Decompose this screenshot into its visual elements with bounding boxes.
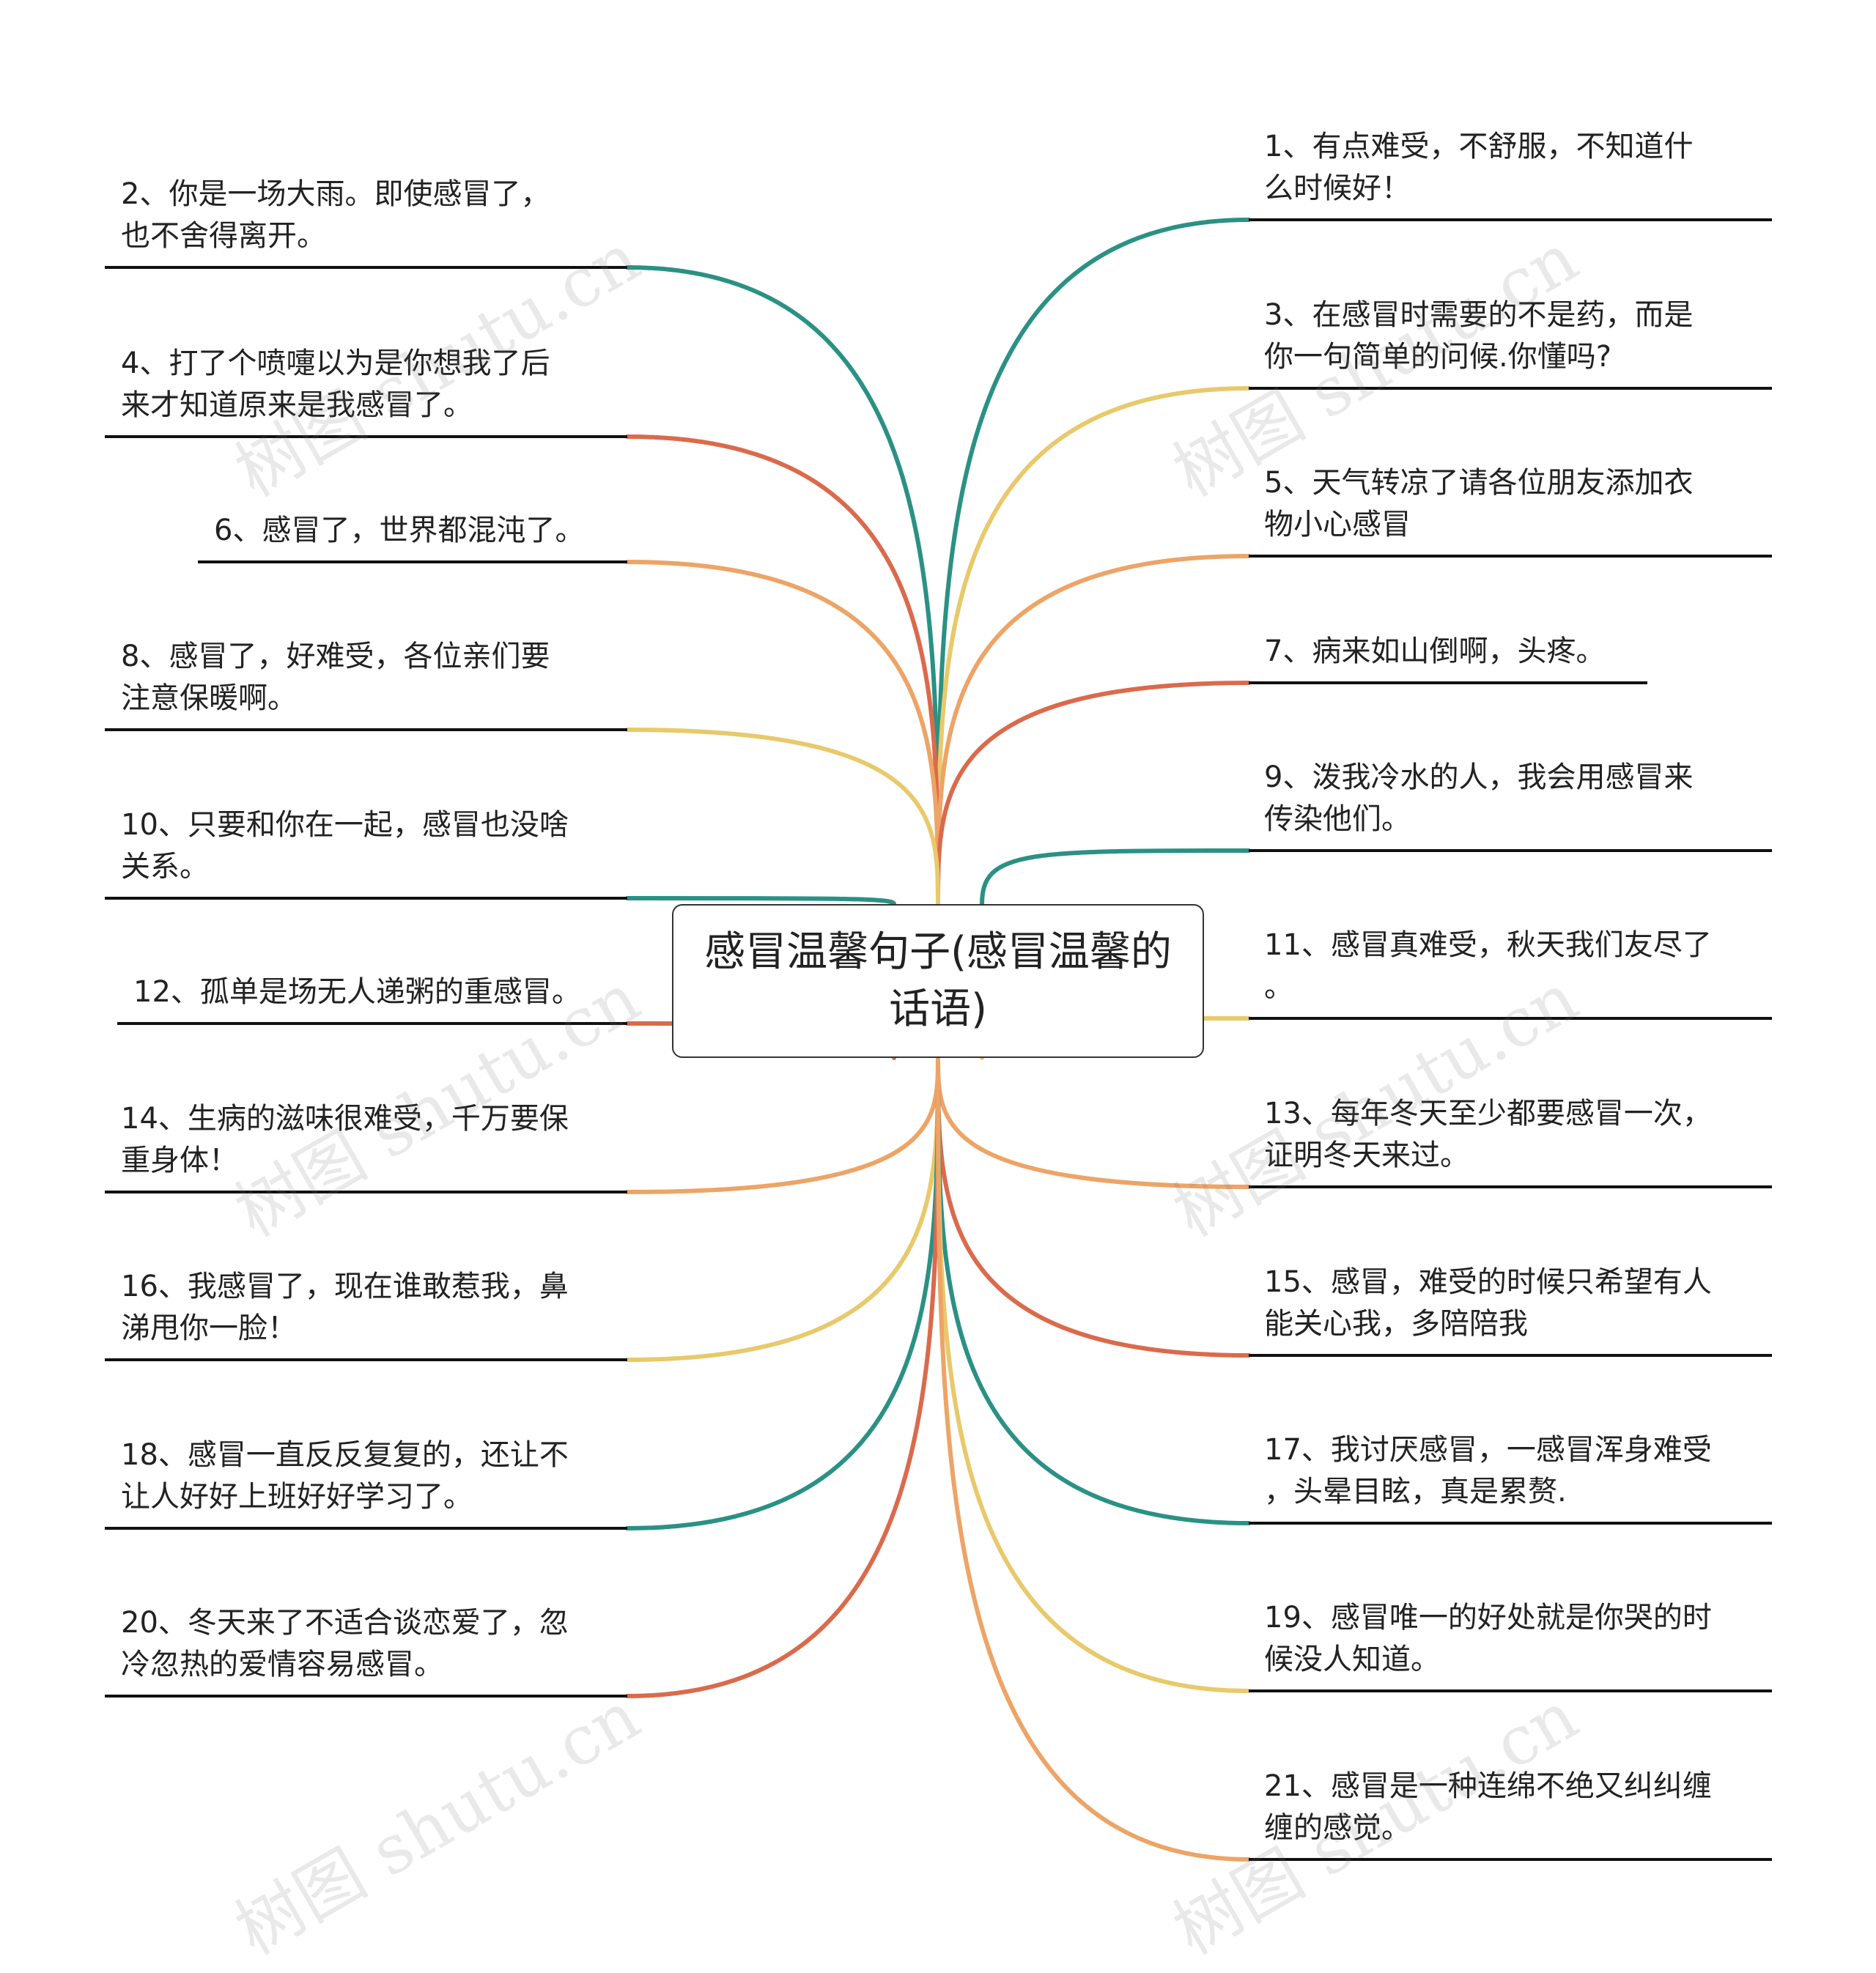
branch-node-9-line-1: 9、泼我冷水的人，我会用感冒来 <box>1264 760 1694 794</box>
underlines <box>105 218 1772 1861</box>
branch-node-8-line-2: 注意保暖啊。 <box>121 681 297 715</box>
connector-10 <box>625 896 896 906</box>
branch-node-19-line-2: 候没人知道。 <box>1264 1643 1440 1676</box>
branch-node-16-line-2: 涕甩你一脸！ <box>121 1311 297 1345</box>
branch-node-15-line-1: 15、感冒，难受的时候只希望有人 <box>1264 1265 1712 1299</box>
branch-node-11-line-2: 。 <box>1264 970 1293 1004</box>
branch-node-6[interactable]: 6、感冒了，世界都混沌了。 <box>214 510 584 552</box>
branch-node-21-line-1: 21、感冒是一种连绵不绝又纠纠缠 <box>1264 1769 1712 1803</box>
branch-node-20-line-1: 20、冬天来了不适合谈恋爱了，忽 <box>121 1606 569 1640</box>
branch-node-11-line-1: 11、感冒真难受，秋天我们友尽了 <box>1264 928 1712 962</box>
branch-node-4[interactable]: 4、打了个喷嚏以为是你想我了后来才知道原来是我感冒了。 <box>121 343 550 426</box>
root-node[interactable]: 感冒温馨句子(感冒温馨的 话语) <box>672 904 1204 1058</box>
branch-node-21[interactable]: 21、感冒是一种连绵不绝又纠纠缠缠的感觉。 <box>1264 1766 1712 1849</box>
connector-13 <box>936 1056 1251 1189</box>
branch-node-10-line-1: 10、只要和你在一起，感冒也没啥 <box>121 808 569 842</box>
root-title-line1: 感冒温馨句子(感冒温馨的 <box>704 928 1172 976</box>
connector-6 <box>625 560 940 906</box>
branch-node-17-line-1: 17、我讨厌感冒，一感冒浑身难受 <box>1264 1433 1712 1467</box>
branch-node-16[interactable]: 16、我感冒了，现在谁敢惹我，鼻涕甩你一脸！ <box>121 1266 569 1350</box>
connector-16 <box>625 1056 940 1362</box>
branch-node-2-line-1: 2、你是一场大雨。即使感冒了， <box>121 177 550 211</box>
root-title: 感冒温馨句子(感冒温馨的 话语) <box>687 924 1189 1038</box>
branch-node-1-line-2: 么时候好！ <box>1264 171 1411 205</box>
branch-node-13-line-2: 证明冬天来过。 <box>1264 1139 1469 1172</box>
branch-node-13[interactable]: 13、每年冬天至少都要感冒一次， 证明冬天来过。 <box>1264 1093 1712 1177</box>
branch-node-15-line-2: 能关心我，多陪陪我 <box>1264 1307 1528 1341</box>
branch-node-7-line-1: 7、病来如山倒啊，头疼。 <box>1264 634 1606 668</box>
branch-node-5-line-1: 5、天气转凉了请各位朋友添加衣 <box>1264 466 1694 500</box>
branch-node-8[interactable]: 8、感冒了，好难受，各位亲们要注意保暖啊。 <box>121 636 550 719</box>
branch-node-5-line-2: 物小心感冒 <box>1264 508 1411 541</box>
branch-node-19-line-1: 19、感冒唯一的好处就是你哭的时 <box>1264 1601 1712 1635</box>
connector-8 <box>625 728 940 906</box>
branch-node-12-line-1: 12、孤单是场无人递粥的重感冒。 <box>133 975 581 1009</box>
branch-node-14-line-1: 14、生病的滋味很难受，千万要保 <box>121 1102 569 1136</box>
branch-node-18-line-2: 让人好好上班好好学习了。 <box>121 1480 473 1514</box>
branch-node-13-line-1: 13、每年冬天至少都要感冒一次， <box>1264 1097 1712 1130</box>
connector-21 <box>936 1056 1251 1862</box>
connector-1 <box>936 218 1251 906</box>
branch-node-20-line-2: 冷忽热的爱情容易感冒。 <box>121 1648 443 1681</box>
branch-node-14[interactable]: 14、生病的滋味很难受，千万要保重身体！ <box>121 1098 569 1182</box>
branch-node-3-line-2: 你一句简单的问候.你懂吗? <box>1264 340 1611 374</box>
connector-7 <box>936 681 1251 906</box>
branch-node-8-line-1: 8、感冒了，好难受，各位亲们要 <box>121 640 550 673</box>
connector-2 <box>625 265 940 906</box>
connector-3 <box>936 386 1251 906</box>
branch-node-19[interactable]: 19、感冒唯一的好处就是你哭的时候没人知道。 <box>1264 1597 1712 1681</box>
branch-node-4-line-2: 来才知道原来是我感冒了。 <box>121 388 473 422</box>
branch-node-2-line-2: 也不舍得离开。 <box>121 219 326 253</box>
branch-node-9[interactable]: 9、泼我冷水的人，我会用感冒来传染他们。 <box>1264 757 1693 840</box>
branch-node-17[interactable]: 17、我讨厌感冒，一感冒浑身难受 ，头晕目眩，真是累赘. <box>1264 1429 1712 1513</box>
branch-node-10[interactable]: 10、只要和你在一起，感冒也没啥关系。 <box>121 804 569 888</box>
branch-node-12[interactable]: 12、孤单是场无人递粥的重感冒。 <box>133 971 581 1013</box>
branch-node-7[interactable]: 7、病来如山倒啊，头疼。 <box>1264 631 1605 673</box>
connector-14 <box>625 1056 940 1194</box>
connector-15 <box>936 1056 1251 1358</box>
branch-node-14-line-2: 重身体！ <box>121 1144 238 1177</box>
branch-node-16-line-1: 16、我感冒了，现在谁敢惹我，鼻 <box>121 1270 569 1303</box>
branch-node-5[interactable]: 5、天气转凉了请各位朋友添加衣物小心感冒 <box>1264 462 1693 546</box>
branch-node-4-line-1: 4、打了个喷嚏以为是你想我了后 <box>121 347 550 380</box>
root-title-line2: 话语) <box>889 985 987 1033</box>
branch-node-10-line-2: 关系。 <box>121 850 209 884</box>
branch-node-17-line-2: ，头晕目眩，真是累赘. <box>1264 1475 1567 1509</box>
connector-18 <box>625 1056 940 1530</box>
branch-node-9-line-2: 传染他们。 <box>1264 802 1411 836</box>
connector-9 <box>980 848 1251 906</box>
branch-node-1[interactable]: 1、有点难受，不舒服，不知道什么时候好！ <box>1264 126 1693 210</box>
branch-node-20[interactable]: 20、冬天来了不适合谈恋爱了，忽冷忽热的爱情容易感冒。 <box>121 1602 569 1686</box>
branch-node-1-line-1: 1、有点难受，不舒服，不知道什 <box>1264 130 1694 163</box>
branch-node-15[interactable]: 15、感冒，难受的时候只希望有人能关心我，多陪陪我 <box>1264 1262 1712 1345</box>
connector-4 <box>625 434 940 906</box>
branch-node-2[interactable]: 2、你是一场大雨。即使感冒了， 也不舍得离开。 <box>121 174 550 257</box>
branch-node-18-line-1: 18、感冒一直反反复复的，还让不 <box>121 1438 569 1472</box>
branch-node-11[interactable]: 11、感冒真难受，秋天我们友尽了。 <box>1264 925 1712 1008</box>
branch-node-3-line-1: 3、在感冒时需要的不是药，而是 <box>1264 298 1694 332</box>
branch-node-3[interactable]: 3、在感冒时需要的不是药，而是你一句简单的问候.你懂吗? <box>1264 295 1693 378</box>
connector-17 <box>936 1056 1251 1525</box>
branch-node-18[interactable]: 18、感冒一直反反复复的，还让不让人好好上班好好学习了。 <box>121 1435 569 1518</box>
branch-node-6-line-1: 6、感冒了，世界都混沌了。 <box>214 514 585 547</box>
branch-node-21-line-2: 缠的感觉。 <box>1264 1811 1411 1845</box>
